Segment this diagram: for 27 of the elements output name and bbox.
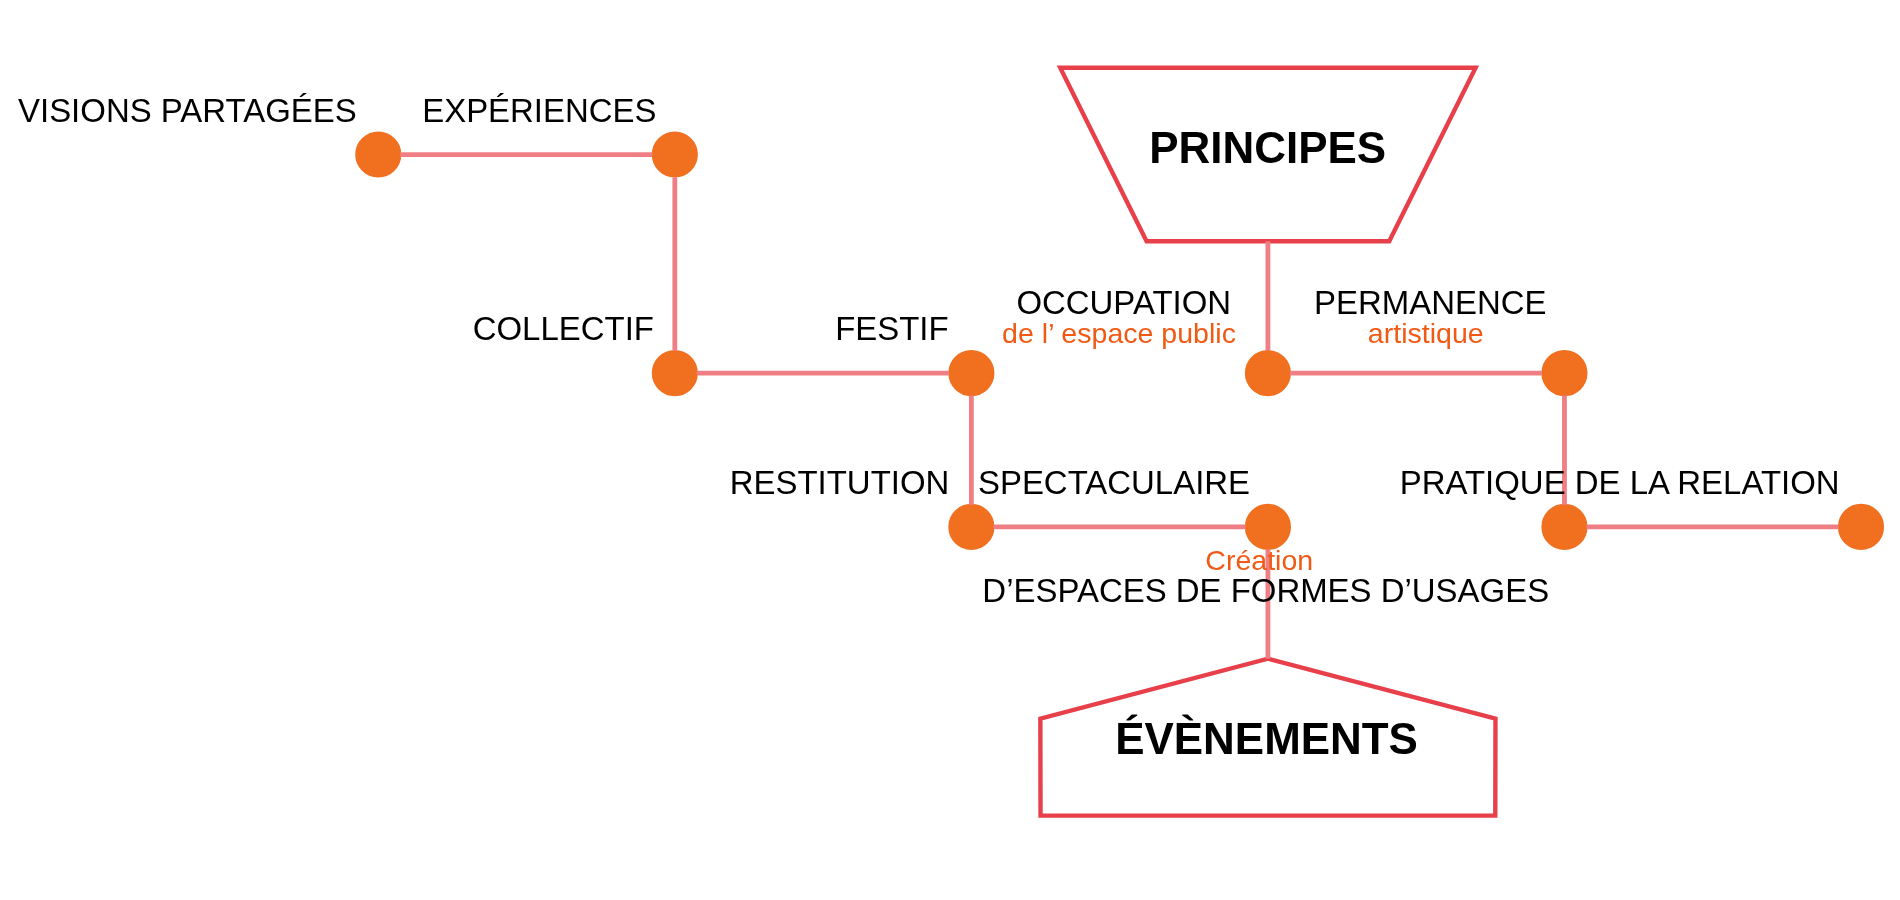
node-label: EXPÉRIENCES — [421, 91, 657, 129]
node-circle — [354, 131, 401, 178]
node-label: FESTIF — [834, 310, 949, 348]
connector — [1265, 241, 1270, 351]
node-circle — [1540, 350, 1587, 397]
node-label: COLLECTIF — [472, 310, 654, 348]
node-label: RESTITUTION — [729, 463, 949, 501]
node-circle — [651, 350, 698, 397]
connector — [968, 395, 974, 505]
node-circle — [947, 350, 994, 397]
node-label: VISIONS PARTAGÉES — [17, 91, 357, 129]
connector — [696, 370, 949, 376]
connector — [992, 524, 1245, 530]
node-circle — [1244, 350, 1291, 397]
node-label: PRATIQUE DE LA RELATION — [1399, 463, 1840, 501]
connector — [1265, 549, 1270, 659]
node-circle — [1837, 503, 1884, 550]
node-circle — [947, 503, 994, 550]
connector — [399, 152, 652, 157]
node-circle — [1244, 503, 1291, 550]
node-circle — [1540, 503, 1587, 550]
connector — [1561, 395, 1567, 505]
node-circle — [651, 131, 698, 178]
connector — [1585, 524, 1838, 530]
connector — [671, 177, 677, 351]
node-label: SPECTACULAIRE — [977, 463, 1250, 501]
connector — [1289, 370, 1542, 376]
